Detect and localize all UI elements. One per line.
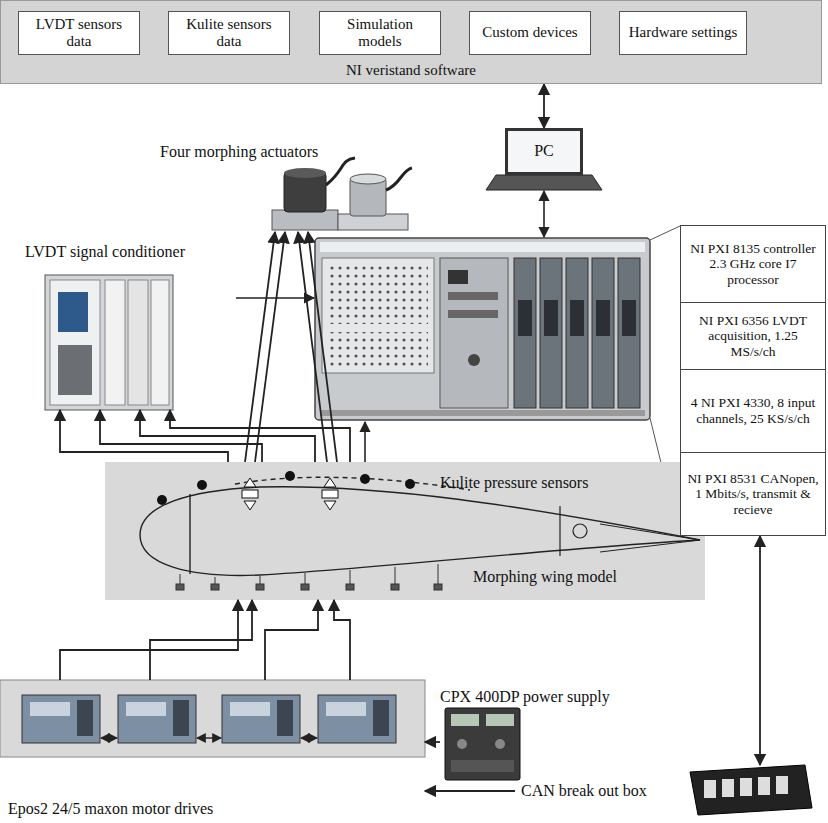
node-label: Four morphing actuators <box>160 143 318 161</box>
wing-model-region: Morphing wing model <box>105 462 705 600</box>
pxi-chassis-photo <box>315 238 650 420</box>
connector <box>170 410 350 462</box>
node-label: Morphing wing model <box>473 568 617 586</box>
pc-laptop: PC <box>505 128 583 175</box>
node-label: Simulation models <box>325 16 435 51</box>
power-supply-photo <box>445 708 520 780</box>
actuator-photo <box>272 158 412 230</box>
wires <box>236 191 544 474</box>
motor-drives-illustration <box>0 680 425 757</box>
laptop-base <box>486 175 602 190</box>
connector <box>425 790 515 792</box>
node-label: NI veristand software <box>346 62 476 79</box>
node-label: Epos2 24/5 maxon motor drives <box>8 800 213 818</box>
software-band: NI veristand software LVDT sensors data Ku… <box>0 0 822 84</box>
connector <box>543 84 545 128</box>
connector <box>150 600 252 680</box>
signal-conditioner-photo <box>45 275 173 410</box>
pxi-module-box: NI PXI 6356 LVDT acquisition, 1.25 MS/s/… <box>680 302 826 370</box>
connector <box>425 741 440 743</box>
node-label: LVDT sensors data <box>24 16 134 51</box>
node-label: CAN break out box <box>521 782 647 800</box>
pxi-module-box: 4 NI PXI 4330, 8 input channels, 25 KS/s… <box>680 369 826 453</box>
sensor-label: Kulite pressure sensors <box>440 474 588 492</box>
node-label: NI PXI 8135 controller 2.3 GHz core I7 p… <box>687 241 819 288</box>
node-label: PC <box>534 142 554 160</box>
software-module-box: Hardware settings <box>619 11 747 55</box>
software-module-box: Custom devices <box>469 11 591 55</box>
pxi-module-box: NI PXI 8135 controller 2.3 GHz core I7 p… <box>680 225 826 303</box>
wing-model-illustration <box>105 462 705 600</box>
node-label: CPX 400DP power supply <box>440 688 610 706</box>
connector <box>140 410 315 462</box>
node-label: Custom devices <box>482 24 577 41</box>
node-label: NI PXI 6356 LVDT acquisition, 1.25 MS/s/… <box>687 313 819 360</box>
signal-conditioner: LVDT signal conditioner <box>25 243 235 410</box>
node-label: Kulite sensors data <box>174 16 284 51</box>
software-module-box: LVDT sensors data <box>18 11 140 55</box>
actuator-group: Four morphing actuators <box>160 143 415 232</box>
software-module-box: Kulite sensors data <box>168 11 290 55</box>
pxi-module-box: NI PXI 8531 CANopen, 1 Mbits/s, transmit… <box>680 452 826 536</box>
connector <box>334 600 350 680</box>
connector <box>265 600 318 680</box>
can-breakout-box: CAN break out box <box>515 765 815 818</box>
node-label: LVDT signal conditioner <box>25 243 185 261</box>
node-label: NI PXI 8531 CANopen, 1 Mbits/s, transmit… <box>687 471 819 518</box>
node-label: 4 NI PXI 4330, 8 input channels, 25 KS/s… <box>687 395 819 426</box>
connector <box>759 536 761 765</box>
software-module-box: Simulation models <box>319 11 441 55</box>
can-breakout-photo <box>690 765 812 815</box>
node-label: Hardware settings <box>629 24 738 41</box>
power-supply: CPX 400DP power supply <box>440 688 640 782</box>
motor-drives-band: Epos2 24/5 maxon motor drives <box>0 680 425 822</box>
